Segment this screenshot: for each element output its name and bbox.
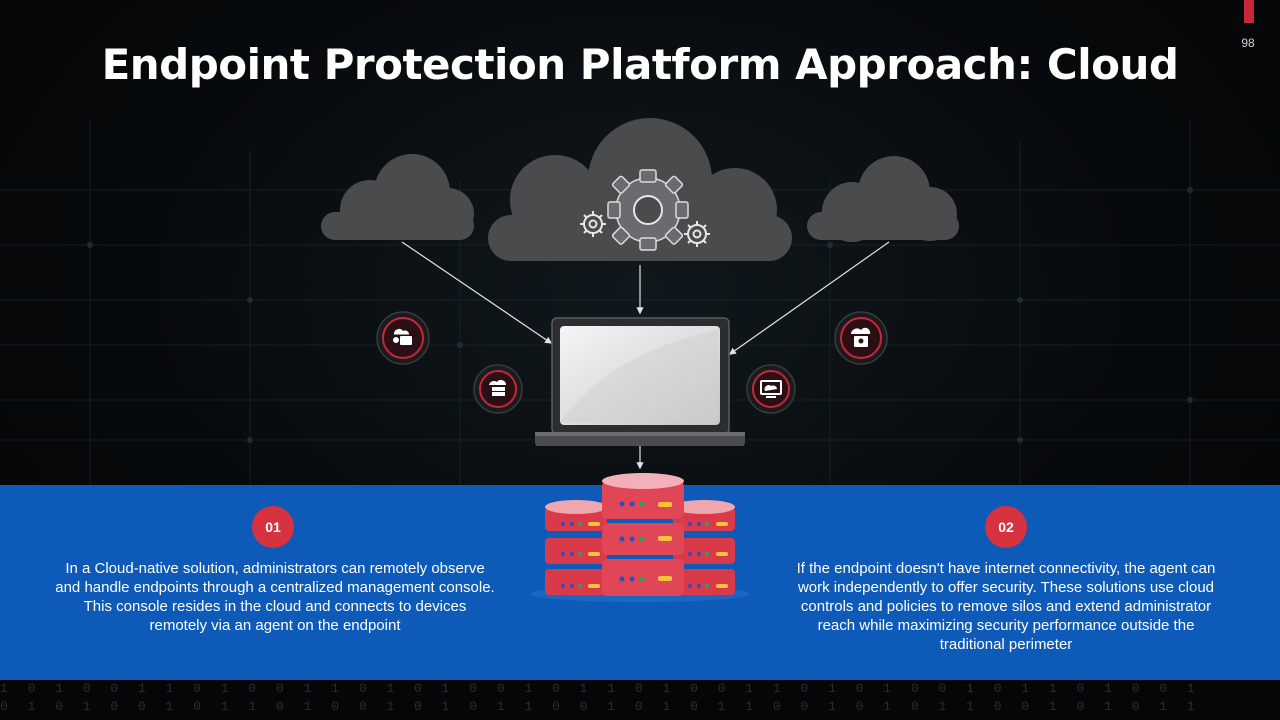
accent-corner-bar <box>1244 0 1254 23</box>
cloud-monitor-icon <box>746 364 796 414</box>
server-stack-right <box>673 500 735 595</box>
small-gear-left-icon <box>580 211 606 237</box>
cloud-center-gears-icon <box>488 118 792 261</box>
large-gear-icon <box>607 169 689 251</box>
server-stack-left <box>545 500 607 595</box>
cloud-lock-icon <box>834 311 888 365</box>
point-02-badge: 02 <box>985 506 1027 548</box>
point-02-text: If the endpoint doesn't have internet co… <box>796 560 1216 653</box>
slide-title: Endpoint Protection Platform Approach: C… <box>101 40 1179 89</box>
point-01-text: In a Cloud-native solution, administrato… <box>55 560 495 634</box>
server-stack-center <box>602 473 684 596</box>
cloud-left-icon <box>321 154 474 240</box>
cloud-server-icon <box>473 364 523 414</box>
point-01-badge: 01 <box>252 506 294 548</box>
cloud-right-icon <box>807 156 959 242</box>
page-number: 98 <box>1241 36 1255 50</box>
small-gear-right-icon <box>684 221 710 247</box>
server-database-icon <box>530 473 750 602</box>
connection-arrows <box>401 241 890 470</box>
laptop-icon <box>535 317 745 446</box>
cloud-user-icon <box>376 311 430 365</box>
binary-footer-decoration: 1 0 1 0 0 1 1 0 1 0 0 1 1 0 1 0 1 0 0 1 … <box>0 680 1280 720</box>
